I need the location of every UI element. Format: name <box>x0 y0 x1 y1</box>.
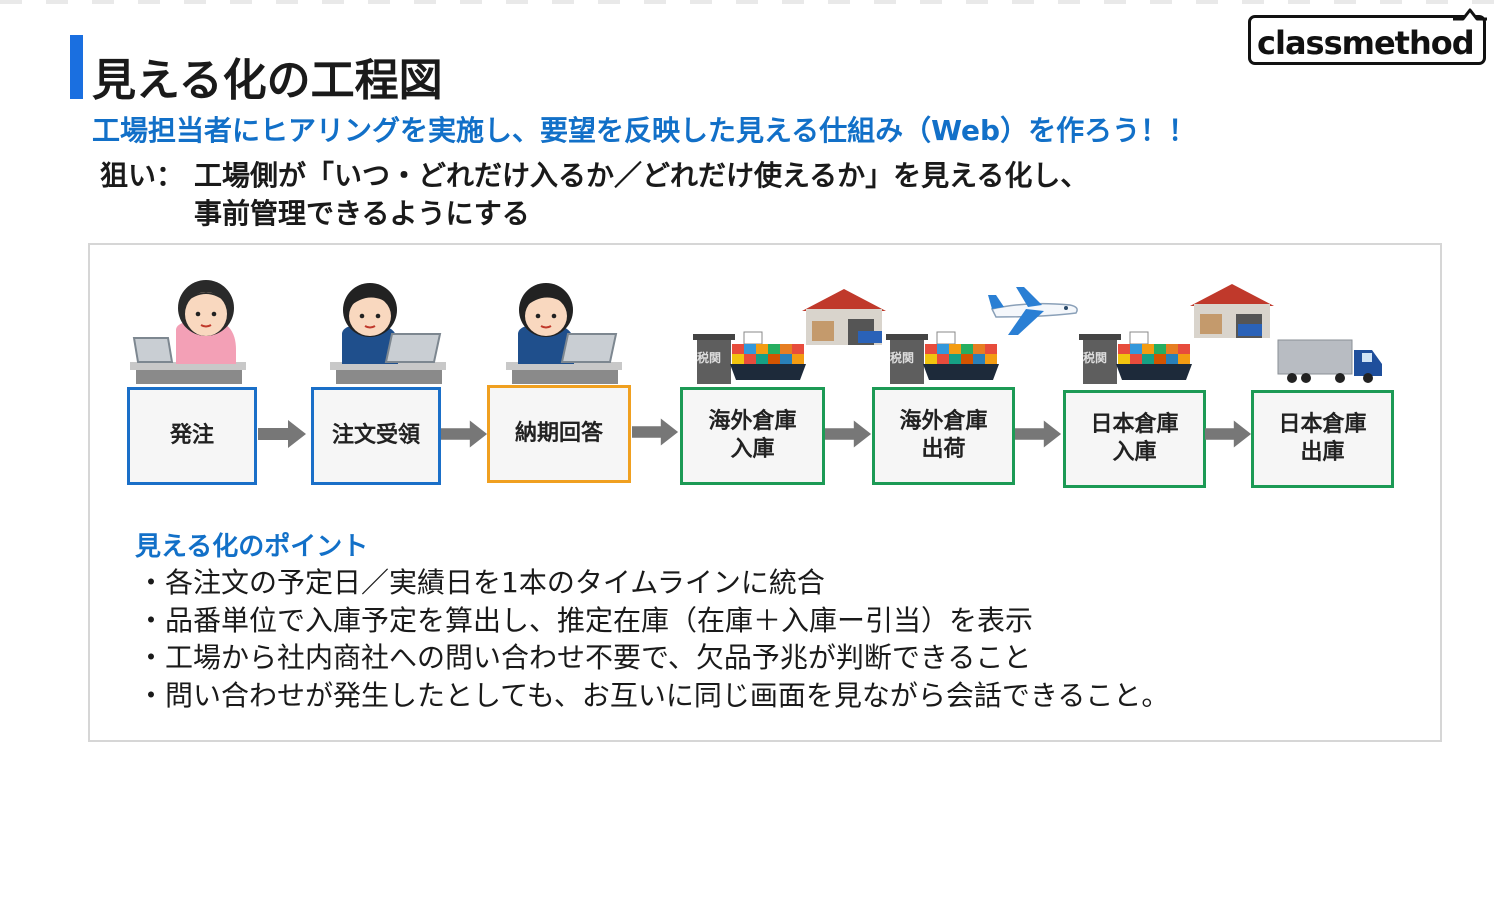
man-at-laptop-icon <box>330 283 446 384</box>
point-item: ・品番単位で入庫予定を算出し、推定在庫（在庫＋入庫ー引当）を表示 <box>137 604 1034 637</box>
customs-label: 税関 <box>697 351 722 365</box>
cargo-ship-icon <box>730 331 806 380</box>
warehouse-icon <box>802 289 886 345</box>
step-label: 海外倉庫 <box>899 409 988 434</box>
arrow-right-icon <box>258 420 306 448</box>
point-item: ・工場から社内商社への問い合わせ不要で、欠品予兆が判断できること <box>137 641 1032 674</box>
step-order: 発注 <box>127 387 257 485</box>
top-dashed-border <box>0 0 1504 4</box>
cargo-ship-icon <box>923 331 999 380</box>
step-label-2: 出庫 <box>1300 440 1345 465</box>
point-item: ・問い合わせが発生したとしても、お互いに同じ画面を見ながら会話できること。 <box>137 679 1170 712</box>
step-overseas-warehouse-in: 海外倉庫 入庫 <box>680 387 825 485</box>
cargo-ship-icon <box>1116 331 1192 380</box>
step-label: 日本倉庫 <box>1090 412 1179 437</box>
airplane-icon <box>988 287 1078 335</box>
woman-at-laptop-icon <box>130 280 246 384</box>
customs-label: 税関 <box>890 351 915 365</box>
arrow-right-icon <box>441 420 488 448</box>
customs-building-icon <box>1079 334 1121 384</box>
step-label: 日本倉庫 <box>1278 412 1367 437</box>
arrow-right-icon <box>825 420 872 448</box>
aim-text-1: 工場側が「いつ・どれだけ入るか／どれだけ使えるか」を見える化し、 <box>194 159 1089 192</box>
step-japan-warehouse-out: 日本倉庫 出庫 <box>1251 390 1394 488</box>
truck-icon <box>1277 339 1382 383</box>
warehouse-icon <box>1190 284 1274 338</box>
step-order-received: 注文受領 <box>311 387 441 485</box>
subtitle: 工場担当者にヒアリングを実施し、要望を反映した見える仕組み（Web）を作ろう！！ <box>92 114 1197 147</box>
page-title: 見える化の工程図 <box>92 55 443 106</box>
customs-building-icon <box>693 334 735 384</box>
step-delivery-reply: 納期回答 <box>487 385 631 483</box>
point-item: ・各注文の予定日／実績日を1本のタイムラインに統合 <box>137 566 825 599</box>
step-japan-warehouse-in: 日本倉庫 入庫 <box>1063 390 1206 488</box>
customs-label: 税関 <box>1083 351 1108 365</box>
aim-prefix: 狙い： <box>100 159 185 192</box>
arrow-right-icon <box>632 418 679 446</box>
step-label: 注文受領 <box>331 423 420 448</box>
man-at-laptop-icon <box>506 283 622 384</box>
step-label: 海外倉庫 <box>708 409 797 434</box>
title-accent-bar <box>70 35 83 99</box>
classmethod-logo: classmethod <box>1248 15 1486 65</box>
arrow-right-icon <box>1205 420 1252 448</box>
step-label-2: 入庫 <box>730 437 775 462</box>
arrow-right-icon <box>1015 420 1062 448</box>
aim-line-1: 狙い： 工場側が「いつ・どれだけ入るか／どれだけ使えるか」を見える化し、 <box>100 154 1088 194</box>
logo-speech-notch-icon <box>1453 8 1487 21</box>
points-heading: 見える化のポイント <box>135 532 369 562</box>
step-label: 発注 <box>169 423 214 448</box>
step-label-2: 出荷 <box>921 437 966 462</box>
customs-building-icon <box>886 334 928 384</box>
step-label: 納期回答 <box>514 421 603 446</box>
step-label-2: 入庫 <box>1112 440 1157 465</box>
logo-text: classmethod <box>1257 24 1475 62</box>
step-overseas-warehouse-out: 海外倉庫 出荷 <box>872 387 1015 485</box>
aim-line-2: 事前管理できるようにする <box>194 197 530 230</box>
